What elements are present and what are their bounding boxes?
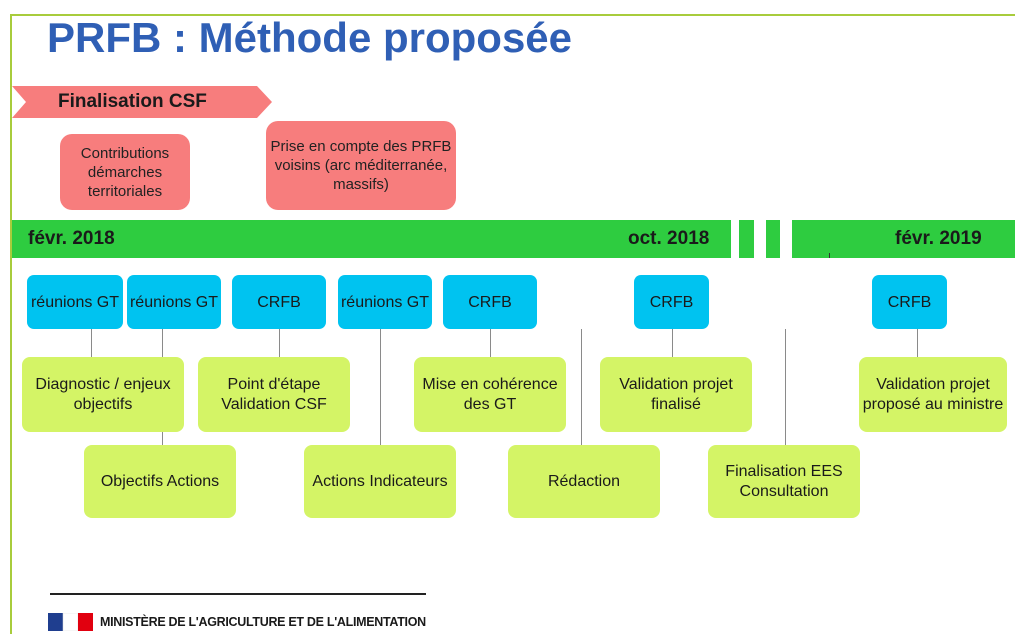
page-title: PRFB : Méthode proposée <box>47 14 573 61</box>
connector-line <box>490 329 491 357</box>
step-validation-projet-finalise: Validation projet finalisé <box>600 357 752 432</box>
left-border-line <box>10 14 12 634</box>
meeting-box-crfb: CRFB <box>443 275 537 329</box>
connector-line <box>91 329 92 357</box>
step-finalisation-ees: Finalisation EES Consultation <box>708 445 860 518</box>
step-objectifs-actions: Objectifs Actions <box>84 445 236 518</box>
connector-line <box>581 329 582 445</box>
phase-arrow-shape <box>12 86 272 118</box>
step-actions-indicateurs: Actions Indicateurs <box>304 445 456 518</box>
connector-line <box>380 329 381 445</box>
timeline-gap <box>731 220 739 258</box>
date-label-feb-2019: févr. 2019 <box>895 228 982 249</box>
meeting-box-crfb: CRFB <box>232 275 326 329</box>
connector-line <box>279 329 280 357</box>
step-redaction: Rédaction <box>508 445 660 518</box>
phase-arrow-label: Finalisation CSF <box>58 91 207 112</box>
timeline-tick <box>829 253 830 258</box>
meeting-box-crfb: CRFB <box>634 275 709 329</box>
step-diagnostic: Diagnostic / enjeux objectifs <box>22 357 184 432</box>
timeline-gap <box>780 220 792 258</box>
top-border-line <box>10 14 1015 16</box>
timeline-gap <box>754 220 766 258</box>
date-label-oct-2018: oct. 2018 <box>628 228 710 249</box>
ministry-flag-logo <box>48 613 93 631</box>
meeting-box-reunions-gt: réunions GT <box>338 275 432 329</box>
ministry-name: MINISTÈRE DE L'AGRICULTURE ET DE L'ALIME… <box>100 615 426 629</box>
footer-divider <box>50 593 426 595</box>
contributions-box: Contributions démarches territoriales <box>60 134 190 210</box>
meeting-box-crfb: CRFB <box>872 275 947 329</box>
timeline-bar <box>12 220 1015 258</box>
connector-line <box>917 329 918 357</box>
connector-line <box>672 329 673 357</box>
prfb-voisins-box: Prise en compte des PRFB voisins (arc mé… <box>266 121 456 210</box>
date-label-feb-2018: févr. 2018 <box>28 228 115 249</box>
step-validation-projet-propose: Validation projet proposé au ministre <box>859 357 1007 432</box>
meeting-box-reunions-gt: réunions GT <box>127 275 221 329</box>
connector-line <box>785 329 786 445</box>
step-mise-en-coherence: Mise en cohérence des GT <box>414 357 566 432</box>
meeting-box-reunions-gt: réunions GT <box>27 275 123 329</box>
step-point-etape: Point d'étape Validation CSF <box>198 357 350 432</box>
